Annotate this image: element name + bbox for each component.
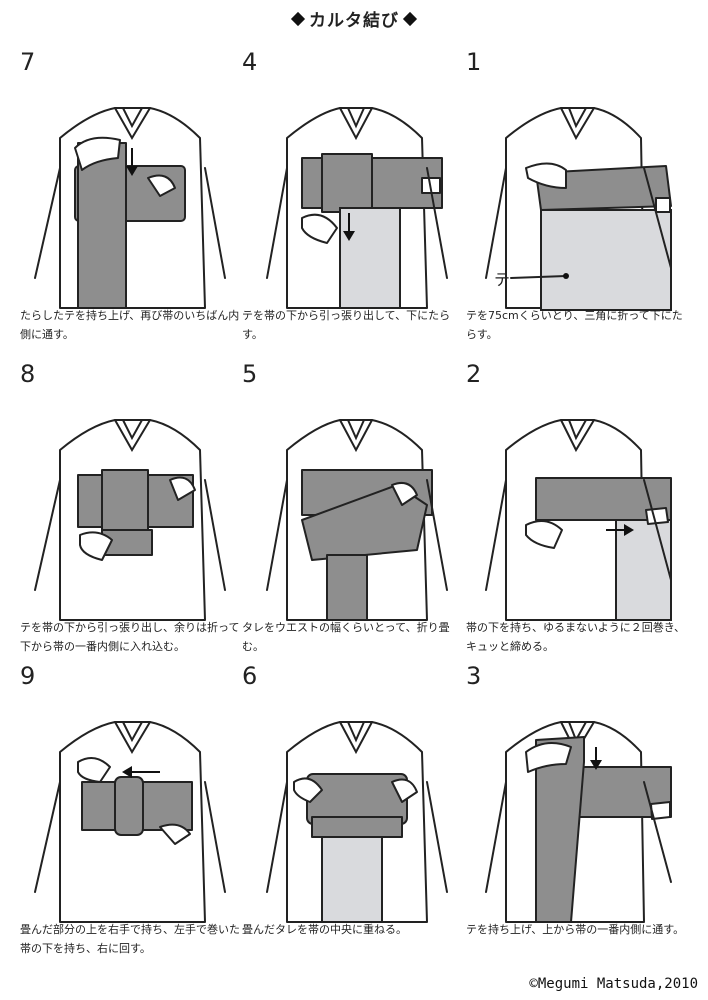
diamond-icon [290, 11, 306, 27]
step-number: 1 [466, 48, 482, 76]
kimono-figure [266, 419, 448, 621]
title-text: カルタ結び [309, 11, 399, 31]
step-number: 6 [242, 662, 258, 690]
step-caption: テを帯の下から引っ張り出し、余りは折って下から帯の一番内側に入れ込む。 [20, 621, 240, 653]
page-title: カルタ結び [0, 6, 708, 31]
diamond-icon [402, 11, 418, 27]
step-panel-4: 4 テを帯の下から引っ張り出して、下にたらす。 [242, 48, 466, 368]
step-caption: タレをウエストの幅くらいとって、折り畳む。 [242, 621, 450, 653]
step-panel-5: 5 タレをウエストの幅くらいとって、折り畳む。 [242, 360, 466, 680]
step-number: 7 [20, 48, 36, 76]
kimono-figure [485, 721, 672, 923]
step-caption: 畳んだタレを帯の中央に重ねる。 [242, 923, 407, 936]
step-number: 8 [20, 360, 36, 388]
kimono-figure [34, 419, 226, 621]
step-caption: テを帯の下から引っ張り出して、下にたらす。 [242, 309, 451, 341]
step-number: 9 [20, 662, 36, 690]
step-panel-8: 8 テを帯の下から引っ張り出し、余りは折って下から帯の一番内側に入れ込む。 [20, 360, 244, 680]
step-panel-3: 3 テを持ち上げ、上から帯の一番内側に通す。 [466, 662, 690, 982]
step-panel-1: 1 テ テを75cmくらいとり、三角に折って下にたらす。 [466, 48, 690, 368]
step-number: 3 [466, 662, 482, 690]
copyright-notice: ©Megumi Matsuda,2010 [529, 976, 698, 992]
step-caption: テを75cmくらいとり、三角に折って下にたらす。 [466, 309, 683, 341]
step-caption: 畳んだ部分の上を右手で持ち、左手で巻いた帯の下を持ち、右に回す。 [20, 923, 240, 955]
step-panel-7: 7 たらしたテを持ち上げ、再び帯のいちばん内側に通す。 [20, 48, 244, 368]
step-panel-9: 9 畳んだ部分の上を右手で持ち、左手で巻いた帯の下を持ち、右に回す。 [20, 662, 244, 982]
step-caption: たらしたテを持ち上げ、再び帯のいちばん内側に通す。 [20, 309, 240, 341]
te-label: テ [494, 270, 511, 289]
kimono-figure [266, 107, 448, 309]
step-caption: 帯の下を持ち、ゆるまないように２回巻き、キュッと締める。 [466, 621, 686, 653]
step-caption: テを持ち上げ、上から帯の一番内側に通す。 [466, 923, 685, 936]
step-number: 2 [466, 360, 482, 388]
step-number: 4 [242, 48, 258, 76]
kimono-figure [34, 107, 226, 309]
step-number: 5 [242, 360, 258, 388]
kimono-figure [34, 721, 226, 923]
kimono-figure [266, 721, 448, 923]
kimono-figure [485, 107, 672, 311]
step-panel-2: 2 帯の下を持ち、ゆるまないように２回巻き、キュッと締める。 [466, 360, 690, 680]
kimono-figure [485, 419, 672, 621]
step-panel-6: 6 畳んだタレを帯の中央に重ねる。 [242, 662, 466, 982]
